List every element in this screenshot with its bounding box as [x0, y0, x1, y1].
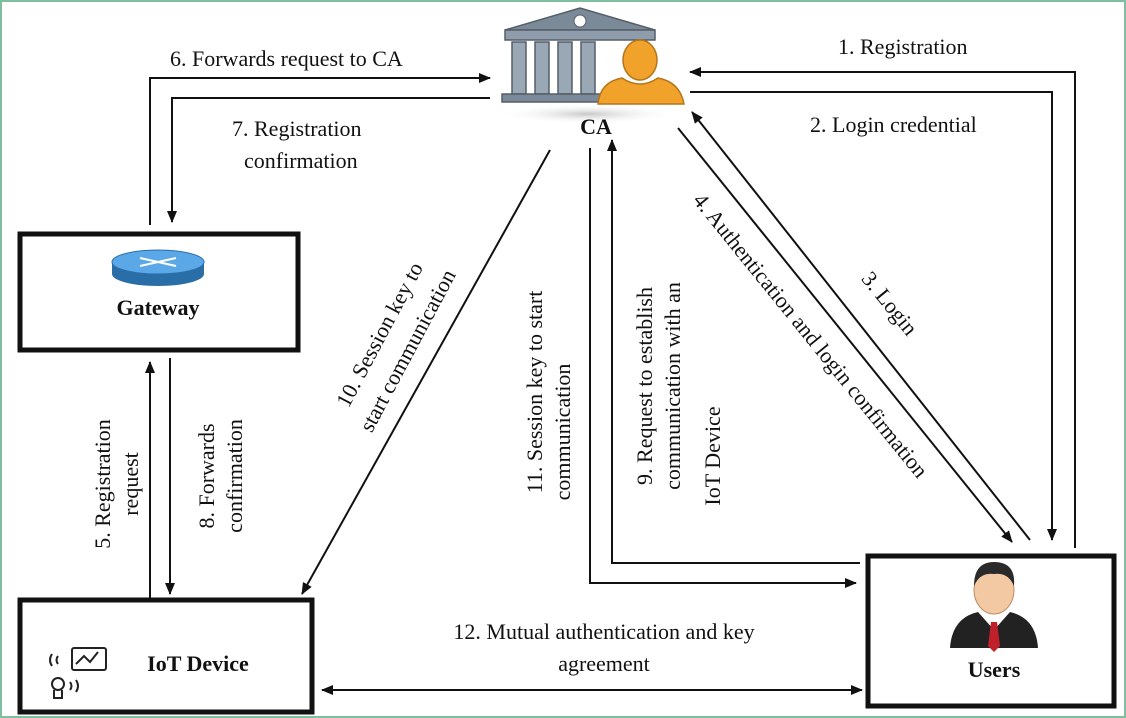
label-forwards-request: 6. Forwards request to CA	[170, 46, 403, 71]
edge-registration-confirmation	[167, 97, 490, 223]
label-registration-request-2: request	[118, 452, 143, 516]
label-forwards-confirmation-1: 8. Forwards	[194, 423, 219, 528]
label-registration-confirmation-1: 7. Registration	[232, 116, 362, 141]
iot-device-node: IoT Device	[17, 597, 315, 715]
iot-sensor-icon	[49, 647, 107, 699]
label-session-key-users-2: communication	[550, 364, 575, 501]
gateway-label: Gateway	[116, 295, 199, 320]
router-icon	[111, 249, 205, 286]
edge-session-key-users	[589, 148, 857, 588]
label-mutual-authentication-1: 12. Mutual authentication and key	[453, 619, 754, 644]
label-request-establish-2: communication with an	[660, 282, 685, 490]
users-label: Users	[968, 657, 1021, 682]
edge-forwards-request	[149, 73, 491, 225]
businessman-icon	[950, 562, 1038, 652]
iot-device-box	[17, 597, 315, 715]
label-mutual-authentication-2: agreement	[558, 651, 650, 676]
label-registration-confirmation-2: confirmation	[244, 148, 358, 173]
ca-node: CA	[498, 7, 685, 139]
edge-request-establish	[607, 139, 860, 564]
label-login: 3. Login	[857, 266, 923, 340]
edge-login-credential	[690, 91, 1057, 541]
label-authentication: 4. Authentication and login confirmation	[688, 188, 933, 482]
iot-device-label: IoT Device	[147, 651, 249, 676]
bank-with-person-icon	[498, 7, 685, 124]
edge-login	[691, 111, 1031, 541]
label-session-key-users-1: 11. Session key to start	[522, 291, 547, 494]
label-login-credential: 2. Login credential	[810, 112, 977, 137]
ca-label: CA	[580, 114, 612, 139]
label-registration: 1. Registration	[838, 34, 968, 59]
edge-registration	[689, 67, 1076, 548]
label-request-establish-1: 9. Request to establish	[632, 287, 657, 485]
label-registration-request-1: 5. Registration	[90, 419, 115, 549]
edge-session-key-iot	[301, 149, 551, 595]
users-node: Users	[865, 553, 1117, 709]
label-request-establish-3: IoT Device	[700, 406, 725, 505]
edge-authentication	[677, 127, 1013, 543]
label-forwards-confirmation-2: confirmation	[222, 419, 247, 533]
gateway-node: Gateway	[17, 231, 301, 353]
